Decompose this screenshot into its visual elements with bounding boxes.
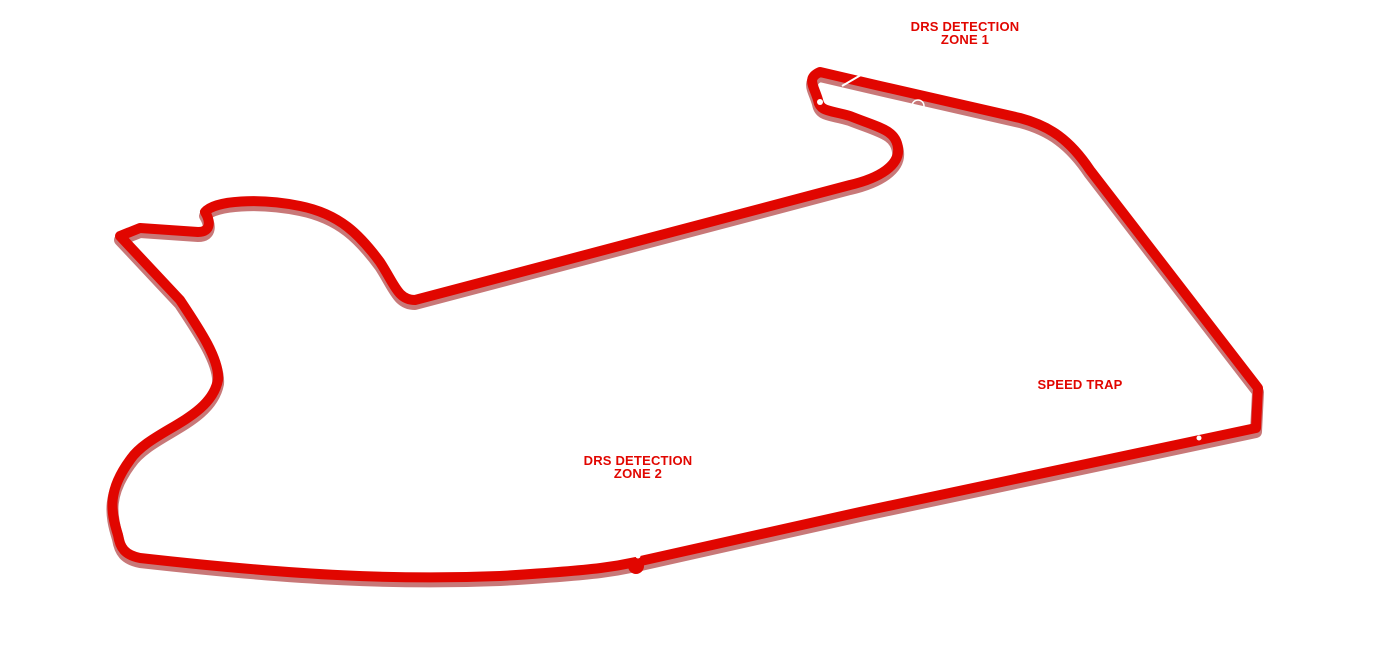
speed-trap-label: SPEED TRAP [1010,378,1150,391]
drs-zone-2-line-2: ZONE 2 [613,466,663,481]
drs-zone-1-line-1: DRS DETECTION [910,19,1020,34]
drs-zone-2-line-1: DRS DETECTION [583,453,693,468]
drs-detection-zone-2-label: DRS DETECTION ZONE 2 [563,454,713,480]
drs-detection-zone-1-label: DRS DETECTION ZONE 1 [890,20,1040,46]
track-outline [107,67,1263,583]
corner-marker [97,469,109,491]
drs-detection-1-marker [817,99,823,105]
corner-marker [1231,399,1236,419]
speed-trap-text: SPEED TRAP [1037,377,1123,392]
start-finish-line-marker [841,71,867,87]
track-shadow [106,70,1264,588]
speed-trap-marker [1196,435,1202,441]
drs-detection-2-marker [635,553,641,559]
track-bump [628,558,644,574]
corner-marker [911,99,925,113]
drs-zone-1-line-2: ZONE 1 [940,32,990,47]
corner-marker [787,81,793,105]
